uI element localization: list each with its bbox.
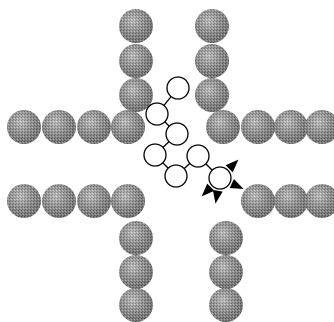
wall-bead-shading [195, 44, 229, 78]
wall-bead-shading [209, 255, 243, 289]
wall-bead-shading [206, 110, 240, 144]
wall-bead-shading [119, 288, 153, 322]
motion-arrow-icon [230, 179, 244, 189]
chain-bead [144, 144, 166, 166]
wall-bead-shading [241, 110, 275, 144]
wall-bead-shading [195, 9, 229, 43]
wall-bead-shading [7, 184, 41, 218]
wall-bead-shading [119, 9, 153, 43]
chain-bead [165, 165, 187, 187]
wall-bead-shading [305, 184, 334, 218]
wall-bead-shading [77, 110, 111, 144]
wall-bead-shading [305, 110, 334, 144]
motion-arrow-icon [213, 190, 223, 204]
wall-bead-shading [195, 78, 229, 112]
wall-bead-shading [119, 255, 153, 289]
wall-bead-shading [111, 110, 145, 144]
wall-bead-shading [274, 184, 308, 218]
wall-bead-shading [42, 184, 76, 218]
active-chain-bead [209, 167, 231, 189]
wall-bead-shading [42, 110, 76, 144]
wall-bead-shading [119, 221, 153, 255]
wall-bead-shading [274, 110, 308, 144]
wall-bead-shading [209, 288, 243, 322]
chain-bead [167, 77, 189, 99]
chain-bead [146, 103, 168, 125]
chain-bead [187, 145, 209, 167]
wall-bead-shading [209, 221, 243, 255]
wall-bead-shading [7, 110, 41, 144]
wall-bead-shading [111, 184, 145, 218]
wall-bead-shading [241, 184, 275, 218]
chain-bead [166, 123, 188, 145]
wall-bead-shading [77, 184, 111, 218]
wall-bead-shading [119, 44, 153, 78]
wall-beads-group [7, 9, 334, 322]
